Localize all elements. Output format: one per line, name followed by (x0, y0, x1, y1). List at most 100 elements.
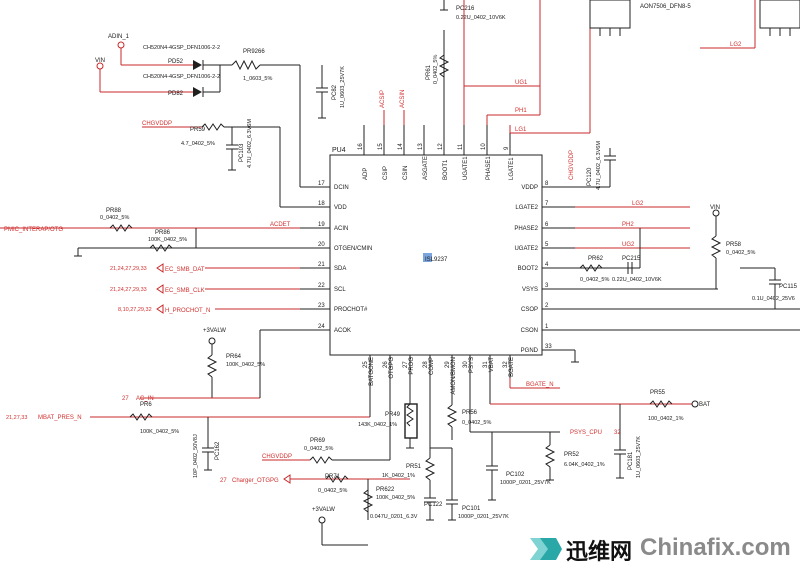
watermark-logo: 迅维网 Chinafix.com (522, 528, 800, 572)
port-arrow-icon (156, 304, 164, 314)
svg-text:1U_0603_25V7K: 1U_0603_25V7K (636, 436, 642, 478)
svg-text:2: 2 (545, 303, 549, 309)
svg-text:BOOT2: BOOT2 (518, 266, 539, 272)
svg-text:PH2: PH2 (622, 222, 634, 228)
svg-text:VBAT: VBAT (489, 357, 495, 373)
svg-text:0_0402_5%: 0_0402_5% (462, 420, 491, 426)
svg-text:0_0402_5%: 0_0402_5% (433, 55, 439, 84)
chinafix-logo-icon (530, 538, 562, 560)
pr49-resistor-icon (406, 403, 414, 427)
svg-text:AC_IN: AC_IN (136, 396, 154, 402)
svg-text:0.1U_0402_25V6: 0.1U_0402_25V6 (752, 296, 795, 302)
svg-text:ADIN_1: ADIN_1 (108, 34, 130, 40)
svg-text:ACSIP: ACSIP (380, 90, 386, 108)
svg-text:27: 27 (220, 478, 227, 484)
svg-text:PR58: PR58 (726, 242, 742, 248)
port-arrow-icon (156, 284, 164, 294)
svg-text:PR52: PR52 (564, 452, 580, 458)
svg-text:CH520N4-4GSP_DFN1006-2-2: CH520N4-4GSP_DFN1006-2-2 (143, 45, 220, 51)
pr52-resistor-icon (544, 444, 556, 468)
svg-text:EC_SMB_DAT: EC_SMB_DAT (165, 267, 205, 273)
svg-text:28: 28 (423, 361, 429, 368)
svg-text:4: 4 (545, 262, 549, 268)
pr622-resistor-icon (362, 489, 374, 513)
svg-text:ACSIN: ACSIN (400, 90, 406, 108)
svg-text:PR71: PR71 (325, 474, 341, 480)
svg-text:19: 19 (318, 222, 325, 228)
svg-text:22: 22 (318, 283, 325, 289)
svg-text:SDA: SDA (334, 266, 346, 272)
svg-text:PROG: PROG (409, 357, 415, 375)
svg-text:PR6: PR6 (140, 402, 152, 408)
svg-text:0.22U_0402_10V6K: 0.22U_0402_10V6K (456, 15, 506, 21)
svg-text:BAT: BAT (699, 402, 711, 408)
svg-text:PC122: PC122 (424, 502, 443, 508)
svg-text:PC181: PC181 (628, 451, 634, 470)
pr88-resistor-icon (109, 224, 133, 232)
svg-text:LGATE1: LGATE1 (509, 157, 515, 180)
svg-text:4.7_0402_5%: 4.7_0402_5% (181, 141, 215, 147)
smbus-section: 21,24,27,29,33 EC_SMB_DAT 21,24,27,29,33… (110, 263, 300, 314)
svg-text:12: 12 (438, 143, 444, 150)
svg-text:0_0402_5%: 0_0402_5% (318, 488, 347, 494)
svg-text:PR9266: PR9266 (243, 49, 265, 55)
svg-text:20: 20 (318, 242, 325, 248)
svg-text:PC162: PC162 (215, 441, 221, 460)
pr64-resistor-icon (206, 354, 218, 378)
svg-text:21,24,27,29,33: 21,24,27,29,33 (110, 287, 147, 293)
svg-text:PR55: PR55 (650, 390, 666, 396)
right-pins: 8 7 6 5 4 3 2 1 33 VDDP LGATE2 PHASE2 UG… (514, 181, 575, 354)
svg-text:32: 32 (614, 430, 621, 436)
svg-text:ACOK: ACOK (334, 328, 351, 334)
svg-text:24: 24 (318, 324, 325, 330)
svg-text:17: 17 (318, 181, 325, 187)
pd52-diode-icon (193, 60, 202, 70)
svg-text:AMON/BMON: AMON/BMON (451, 357, 457, 395)
svg-text:32: 32 (503, 361, 509, 368)
svg-text:COMP: COMP (429, 357, 435, 375)
pd82-diode-icon (193, 87, 202, 97)
svg-text:CHGVDDP: CHGVDDP (142, 121, 172, 127)
svg-text:UGATE1: UGATE1 (463, 156, 469, 180)
svg-text:PC101: PC101 (462, 506, 481, 512)
svg-text:PSYS: PSYS (469, 357, 475, 373)
svg-text:ACDET: ACDET (270, 222, 291, 228)
svg-text:27: 27 (122, 396, 129, 402)
mosfet-top: AON7506_DFN8-5 LG2 (589, 0, 800, 49)
svg-text:BOOT1: BOOT1 (443, 159, 449, 180)
right-side-section: CHGVDDP PC120 4.7U_0402_6.3V6M LG2 PH2 U… (569, 141, 800, 363)
input-diode-section: ADIN_1 VIN CH520N4-4GSP_DFN1006-2-2 PD52… (95, 34, 346, 187)
svg-text:10P_0402_50V8J: 10P_0402_50V8J (193, 434, 199, 478)
svg-text:23: 23 (318, 303, 325, 309)
pr9266-resistor-icon (231, 59, 261, 71)
svg-text:UG1: UG1 (515, 80, 528, 86)
ic-body (329, 154, 543, 356)
svg-text:VSYS: VSYS (522, 287, 538, 293)
otg-prog-section: CHGVDDP PR69 0_0402_5% 27 Charger_OTGPG … (220, 378, 418, 546)
chgvddp-section: CHGVDDP PR59 4.7_0402_5% PC103 4.7U_0402… (142, 119, 300, 208)
svg-text:100K_0402_5%: 100K_0402_5% (376, 495, 415, 501)
svg-text:14: 14 (398, 143, 404, 150)
svg-text:BGATE: BGATE (509, 357, 515, 377)
svg-text:100K_0402_5%: 100K_0402_5% (148, 237, 187, 243)
svg-text:PGND: PGND (521, 348, 539, 354)
svg-text:+3VALW: +3VALW (203, 328, 226, 334)
svg-text:UGATE2: UGATE2 (514, 246, 538, 252)
svg-text:PR49: PR49 (385, 412, 401, 418)
svg-text:1000P_0201_25V7K: 1000P_0201_25V7K (458, 514, 509, 520)
svg-text:CHGVDDP: CHGVDDP (262, 454, 292, 460)
svg-text:VDDP: VDDP (521, 185, 538, 191)
acok-section: +3VALW PR64 100K_0402_5% 27 AC_IN 21,27,… (6, 328, 371, 478)
svg-text:ACIN: ACIN (334, 226, 348, 232)
svg-text:5: 5 (545, 242, 549, 248)
svg-text:PSYS_CPU: PSYS_CPU (570, 430, 602, 436)
svg-text:PR62: PR62 (588, 256, 604, 262)
svg-text:100K_0402_5%: 100K_0402_5% (226, 362, 265, 368)
svg-text:CSIP: CSIP (383, 166, 389, 180)
svg-text:25: 25 (363, 361, 369, 368)
svg-text:DCIN: DCIN (334, 185, 349, 191)
svg-text:PMIC_INTERAP/OTG: PMIC_INTERAP/OTG (4, 227, 63, 233)
pr56-resistor-icon (446, 404, 458, 428)
svg-text:AON7506_DFN8-5: AON7506_DFN8-5 (640, 4, 691, 10)
pr61-resistor-icon (438, 54, 450, 78)
